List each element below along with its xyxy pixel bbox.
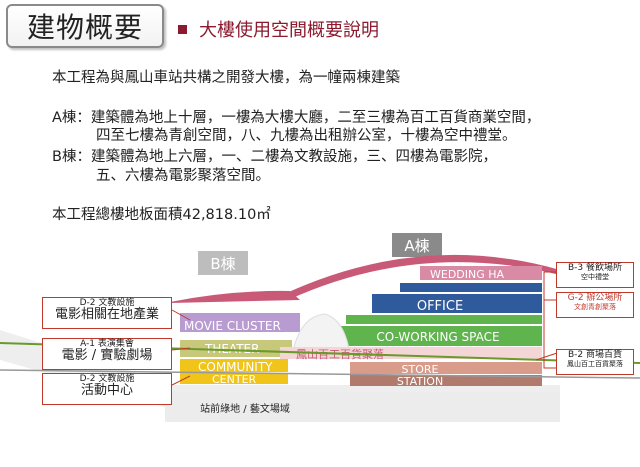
floor-office-label: OFFICE [417,299,463,314]
rail-line-gray [0,369,640,379]
slide-title: 建物概要 [26,11,143,44]
building-b-line2: 五、六樓為電影聚落空間。 [96,168,270,184]
floor-store [350,362,542,374]
label-b2-desc: 鳳山百工百貨聚落 [567,360,623,369]
floor-community-label: COMMUNITY [198,360,273,374]
floor-movie-label: MOVIE CLUSTER [184,319,281,333]
building-b-line1: B棟：建築體為地上六層，一、二樓為文教設施，三、四樓為電影院， [52,149,497,165]
building-b-tag-bg [198,251,248,275]
label-b2-mall: B-2 商場百貨 鳳山百工百貨聚落 [556,349,634,375]
slide-title-box: 建物概要 [6,4,164,48]
label-d2-activity-small: D-2 文教設施 [79,374,135,384]
label-d2-activity-big: 活動中心 [80,383,133,399]
floor-store-label: STORE [402,363,439,376]
label-d2-film-small: D-2 文教設施 [79,298,135,308]
building-a-roof [280,254,560,300]
floor-movie [180,313,300,332]
label-b3-code: B-3 餐飲場所 [567,263,622,273]
floor-center-label: CENTER [212,373,257,386]
floor-station-label: STATION [397,375,443,388]
building-a-line2: 四至七樓為青創空間，八、九樓為出租辦公室，十樓為空中禮堂。 [96,128,517,144]
label-a1-theater: A-1 表演集會 電影 / 實驗劇場 [42,338,172,370]
leader-line-left-3 [171,375,191,386]
label-a1-small: A-1 表演集會 [80,339,134,349]
label-d2-film-big: 電影相關在地產業 [54,307,159,323]
floor-community [180,359,288,372]
floor-office-upper [400,283,542,292]
floor-wedding [420,266,542,280]
floor-coworking [330,326,542,346]
building-a-tag-bg [392,233,442,257]
floor-office [372,294,542,313]
floor-dept-store [280,347,542,359]
plaza-label: 站前綠地 / 藝文場域 [200,402,290,415]
square-bullet-icon [178,24,187,34]
floor-theater [180,340,292,357]
slide-subtitle: 大樓使用空間概要說明 [199,20,379,41]
intro-text: 本工程為與鳳山車站共構之開發大樓，為一幢兩棟建築 [52,70,400,86]
floor-coworking-upper [346,315,542,324]
building-b-tag: B棟 [210,255,235,273]
label-b3-desc: 空中禮堂 [581,273,609,282]
leader-line-left-1 [171,309,191,321]
floor-coworking-label: CO-WORKING SPACE [376,330,499,344]
atrium-dome [291,313,351,356]
label-g2-code: G-2 辦公場所 [567,293,623,303]
floor-station [350,375,542,386]
floor-center [180,373,288,384]
building-a-tag: A棟 [404,237,429,255]
label-b3-dining: B-3 餐飲場所 空中禮堂 [556,262,634,288]
leader-line-left-2 [171,347,191,351]
label-b2-code: B-2 商場百貨 [567,350,622,360]
plaza-area [165,392,560,422]
label-d2-activity-center: D-2 文教設施 活動中心 [42,373,172,405]
label-g2-desc: 文創青創聚落 [574,303,616,312]
building-a-line1: A棟：建築體為地上十層，一樓為大樓大廳，二至三樓為百工百貨商業空間， [52,110,541,126]
floor-wedding-label: WEDDING HA [430,268,505,281]
building-b-roof [170,290,300,303]
total-floor-area: 本工程總樓地板面積42,818.10㎡ [52,207,271,223]
leader-line-right [543,271,556,369]
label-g2-office: G-2 辦公場所 文創青創聚落 [556,292,634,318]
floor-theater-label: THEATER [204,342,259,356]
label-d2-film-industry: D-2 文教設施 電影相關在地產業 [42,297,172,329]
label-a1-big: 電影 / 實驗劇場 [61,348,153,364]
subtitle-row: 大樓使用空間概要說明 [178,16,379,42]
